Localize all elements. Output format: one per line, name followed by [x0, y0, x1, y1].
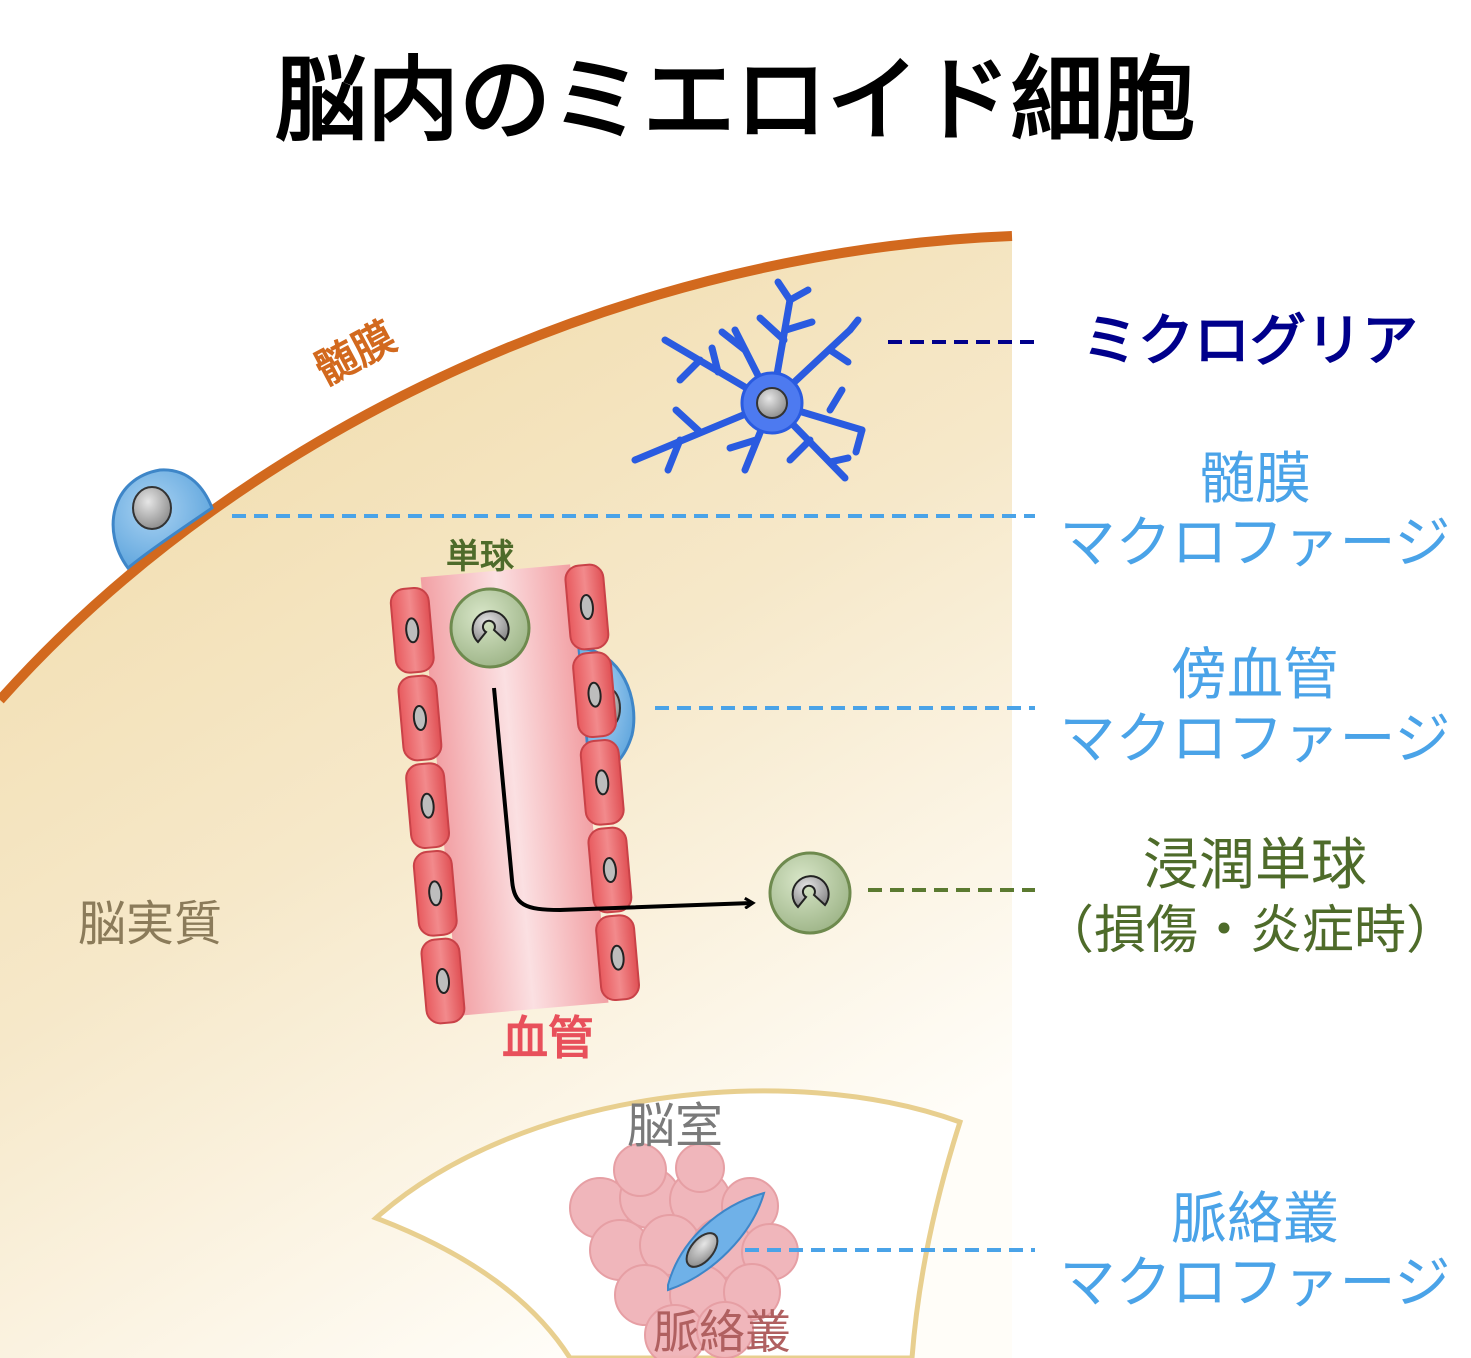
legend-perivascular-line1: 傍血管: [1171, 643, 1339, 708]
legend-infiltrating-line1: 浸潤単球: [1143, 833, 1367, 898]
legend-meningeal-line1: 髄膜: [1199, 447, 1311, 512]
migration-arrow: [492, 687, 752, 913]
parenchyma-label: 脳実質: [78, 896, 222, 952]
microglia-nucleus: [756, 387, 788, 419]
ventricle-label: 脳室: [627, 1098, 723, 1154]
legend-meningeal-line2: マクロファージ: [1060, 511, 1451, 576]
monocyte-in-vessel: [449, 587, 531, 669]
legend-perivascular-line2: マクロファージ: [1060, 707, 1451, 772]
choroid-plexus-label: 脈絡叢: [653, 1305, 791, 1358]
infiltrating-monocyte: [768, 851, 852, 935]
page-title: 脳内のミエロイド細胞: [275, 47, 1195, 154]
legend-microglia: ミクログリア: [1082, 309, 1418, 374]
legend-choroid-line2: マクロファージ: [1060, 1251, 1451, 1316]
choroid-plexus-macrophage: [667, 1191, 766, 1292]
meninges-line: [0, 231, 1013, 704]
meningeal-macrophage: [111, 468, 214, 571]
monocyte-label: 単球: [446, 537, 515, 577]
legend-infiltrating-line2: （損傷・炎症時）: [1042, 901, 1458, 961]
meninges-label: 髄膜: [307, 312, 404, 395]
vessel-label: 血管: [502, 1011, 594, 1065]
legend-choroid-line1: 脈絡叢: [1171, 1187, 1339, 1252]
blood-vessel: [389, 563, 640, 1025]
